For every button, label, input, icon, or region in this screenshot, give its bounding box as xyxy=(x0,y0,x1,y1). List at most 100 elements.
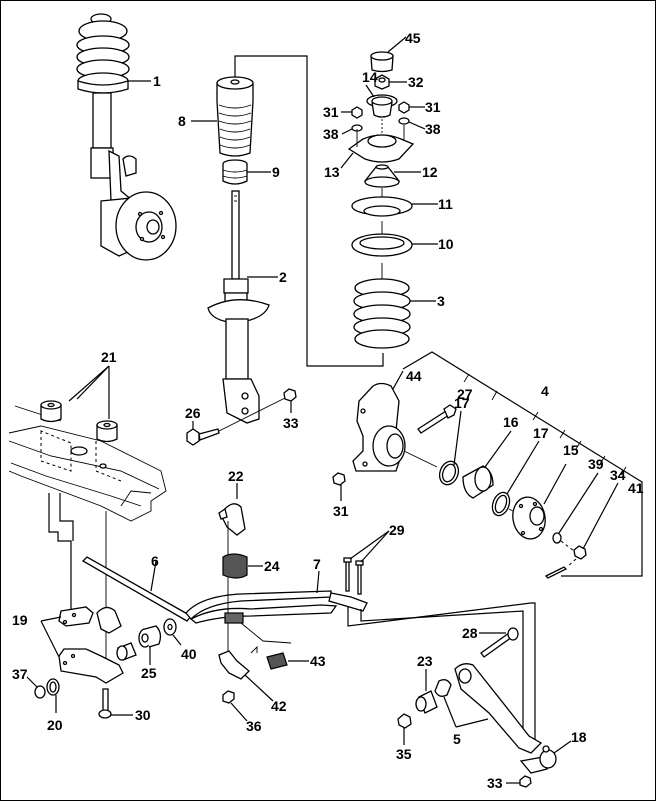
callout-36: 36 xyxy=(246,718,262,734)
callout-30: 30 xyxy=(135,707,151,723)
callout-9: 9 xyxy=(272,164,280,180)
callout-21: 21 xyxy=(101,349,117,365)
spring-seat-11: 11 xyxy=(351,188,453,217)
assembly-connector-line xyxy=(234,55,384,367)
callout-15: 15 xyxy=(563,442,579,458)
callout-43: 43 xyxy=(310,653,326,669)
mounting-brackets-19: 19 xyxy=(12,606,124,684)
callout-45: 45 xyxy=(405,30,421,46)
bump-stop: 9 xyxy=(222,159,280,185)
subframe xyxy=(8,405,167,522)
callout-12: 12 xyxy=(422,164,438,180)
bracket-connector-left xyxy=(48,493,72,626)
callout-35: 35 xyxy=(396,746,412,762)
callout-41: 41 xyxy=(628,480,644,496)
callout-22: 22 xyxy=(228,468,244,484)
steering-knuckle-44: 44 xyxy=(352,368,422,472)
callout-27: 27 xyxy=(457,386,473,402)
callout-2: 2 xyxy=(279,269,287,285)
washer-40: 40 xyxy=(163,618,197,662)
hub-assembly: 17 16 17 15 39 34 xyxy=(403,395,626,579)
nut-31-right: 31 xyxy=(398,99,441,115)
bolts-29: 29 xyxy=(328,522,405,612)
callout-23: 23 xyxy=(417,653,433,669)
nut-37: 37 xyxy=(12,666,46,699)
nut-32: 32 xyxy=(374,74,424,90)
link-sleeve xyxy=(224,612,244,624)
washer-38-right: 38 xyxy=(398,117,441,137)
callout-14: 14 xyxy=(362,69,378,85)
callout-3: 3 xyxy=(437,293,445,309)
nut-36: 36 xyxy=(222,690,262,734)
pinch-bolt-27 xyxy=(417,404,457,434)
insulator-10: 10 xyxy=(351,221,454,257)
callout-34: 34 xyxy=(610,467,626,483)
callout-31c: 31 xyxy=(333,503,349,519)
callout-1: 1 xyxy=(153,73,161,89)
bracket-connector-inner xyxy=(59,493,74,541)
callout-28: 28 xyxy=(462,625,478,641)
bushing-25: 25 xyxy=(116,625,162,681)
callout-19: 19 xyxy=(12,612,28,628)
callout-29: 29 xyxy=(389,522,405,538)
bolt-28: 28 xyxy=(462,625,519,658)
callout-17a: 17 xyxy=(454,395,470,411)
washer-38-left: 38 xyxy=(323,124,363,142)
callout-10: 10 xyxy=(438,236,454,252)
link-connector-inner xyxy=(360,609,524,736)
callout-33b: 33 xyxy=(487,775,503,791)
callout-25: 25 xyxy=(141,665,157,681)
subframe-bushings-21: 21 xyxy=(40,349,118,443)
callout-39: 39 xyxy=(588,456,604,472)
stabilizer-clamp-22: 22 xyxy=(218,468,246,536)
callout-8: 8 xyxy=(178,113,186,129)
strut-assembly: 1 xyxy=(76,13,177,261)
dust-boot: 8 xyxy=(178,76,254,157)
callout-18: 18 xyxy=(571,729,587,745)
callout-31a: 31 xyxy=(323,104,339,120)
callout-38a: 38 xyxy=(323,126,339,142)
sleeve-connector-tick xyxy=(250,645,258,654)
callout-7: 7 xyxy=(313,556,321,572)
coil-spring-3: 3 xyxy=(353,263,445,349)
nut-33-ball-joint: 33 xyxy=(487,775,532,791)
callout-13: 13 xyxy=(324,164,340,180)
callout-20: 20 xyxy=(47,717,63,733)
callout-33a: 33 xyxy=(283,415,299,431)
nut-35: 35 xyxy=(396,713,412,762)
sleeve-connector xyxy=(240,622,292,644)
callout-6: 6 xyxy=(151,553,159,569)
callout-38b: 38 xyxy=(425,121,441,137)
washer-cup-14: 14 xyxy=(362,69,398,118)
callout-40: 40 xyxy=(181,646,197,662)
nut-31-left: 31 xyxy=(323,104,363,120)
knuckle-group-bracket: 4 27 41 xyxy=(402,351,644,577)
cap-45: 45 xyxy=(370,30,421,73)
callout-5: 5 xyxy=(453,731,461,747)
control-arm-5: 5 xyxy=(434,663,543,754)
link-connector-line xyxy=(347,602,536,741)
bushing-43: 43 xyxy=(266,652,326,670)
shock-absorber: 2 xyxy=(207,190,287,424)
callout-32: 32 xyxy=(408,74,424,90)
callout-31b: 31 xyxy=(425,99,441,115)
bolt-30: 30 xyxy=(98,688,151,723)
callout-11: 11 xyxy=(438,196,453,212)
nut-31-knuckle: 31 xyxy=(332,472,349,519)
clamp-42: 42 xyxy=(218,650,287,714)
washer-20: 20 xyxy=(46,678,63,733)
ball-joint-18: 18 xyxy=(519,729,587,774)
strut-nut-33: 33 xyxy=(283,388,299,431)
callout-44: 44 xyxy=(406,368,422,384)
callout-16: 16 xyxy=(503,414,519,430)
callout-17b: 17 xyxy=(533,425,549,441)
strut-mount-13: 13 xyxy=(324,119,415,180)
stabilizer-bushing-24: 24 xyxy=(222,553,280,579)
callout-26: 26 xyxy=(185,405,201,421)
control-arm-bushing-23: 23 xyxy=(415,653,438,714)
callout-37: 37 xyxy=(12,666,28,682)
strut-bolt-26: 26 xyxy=(185,395,290,446)
callout-42: 42 xyxy=(271,698,287,714)
